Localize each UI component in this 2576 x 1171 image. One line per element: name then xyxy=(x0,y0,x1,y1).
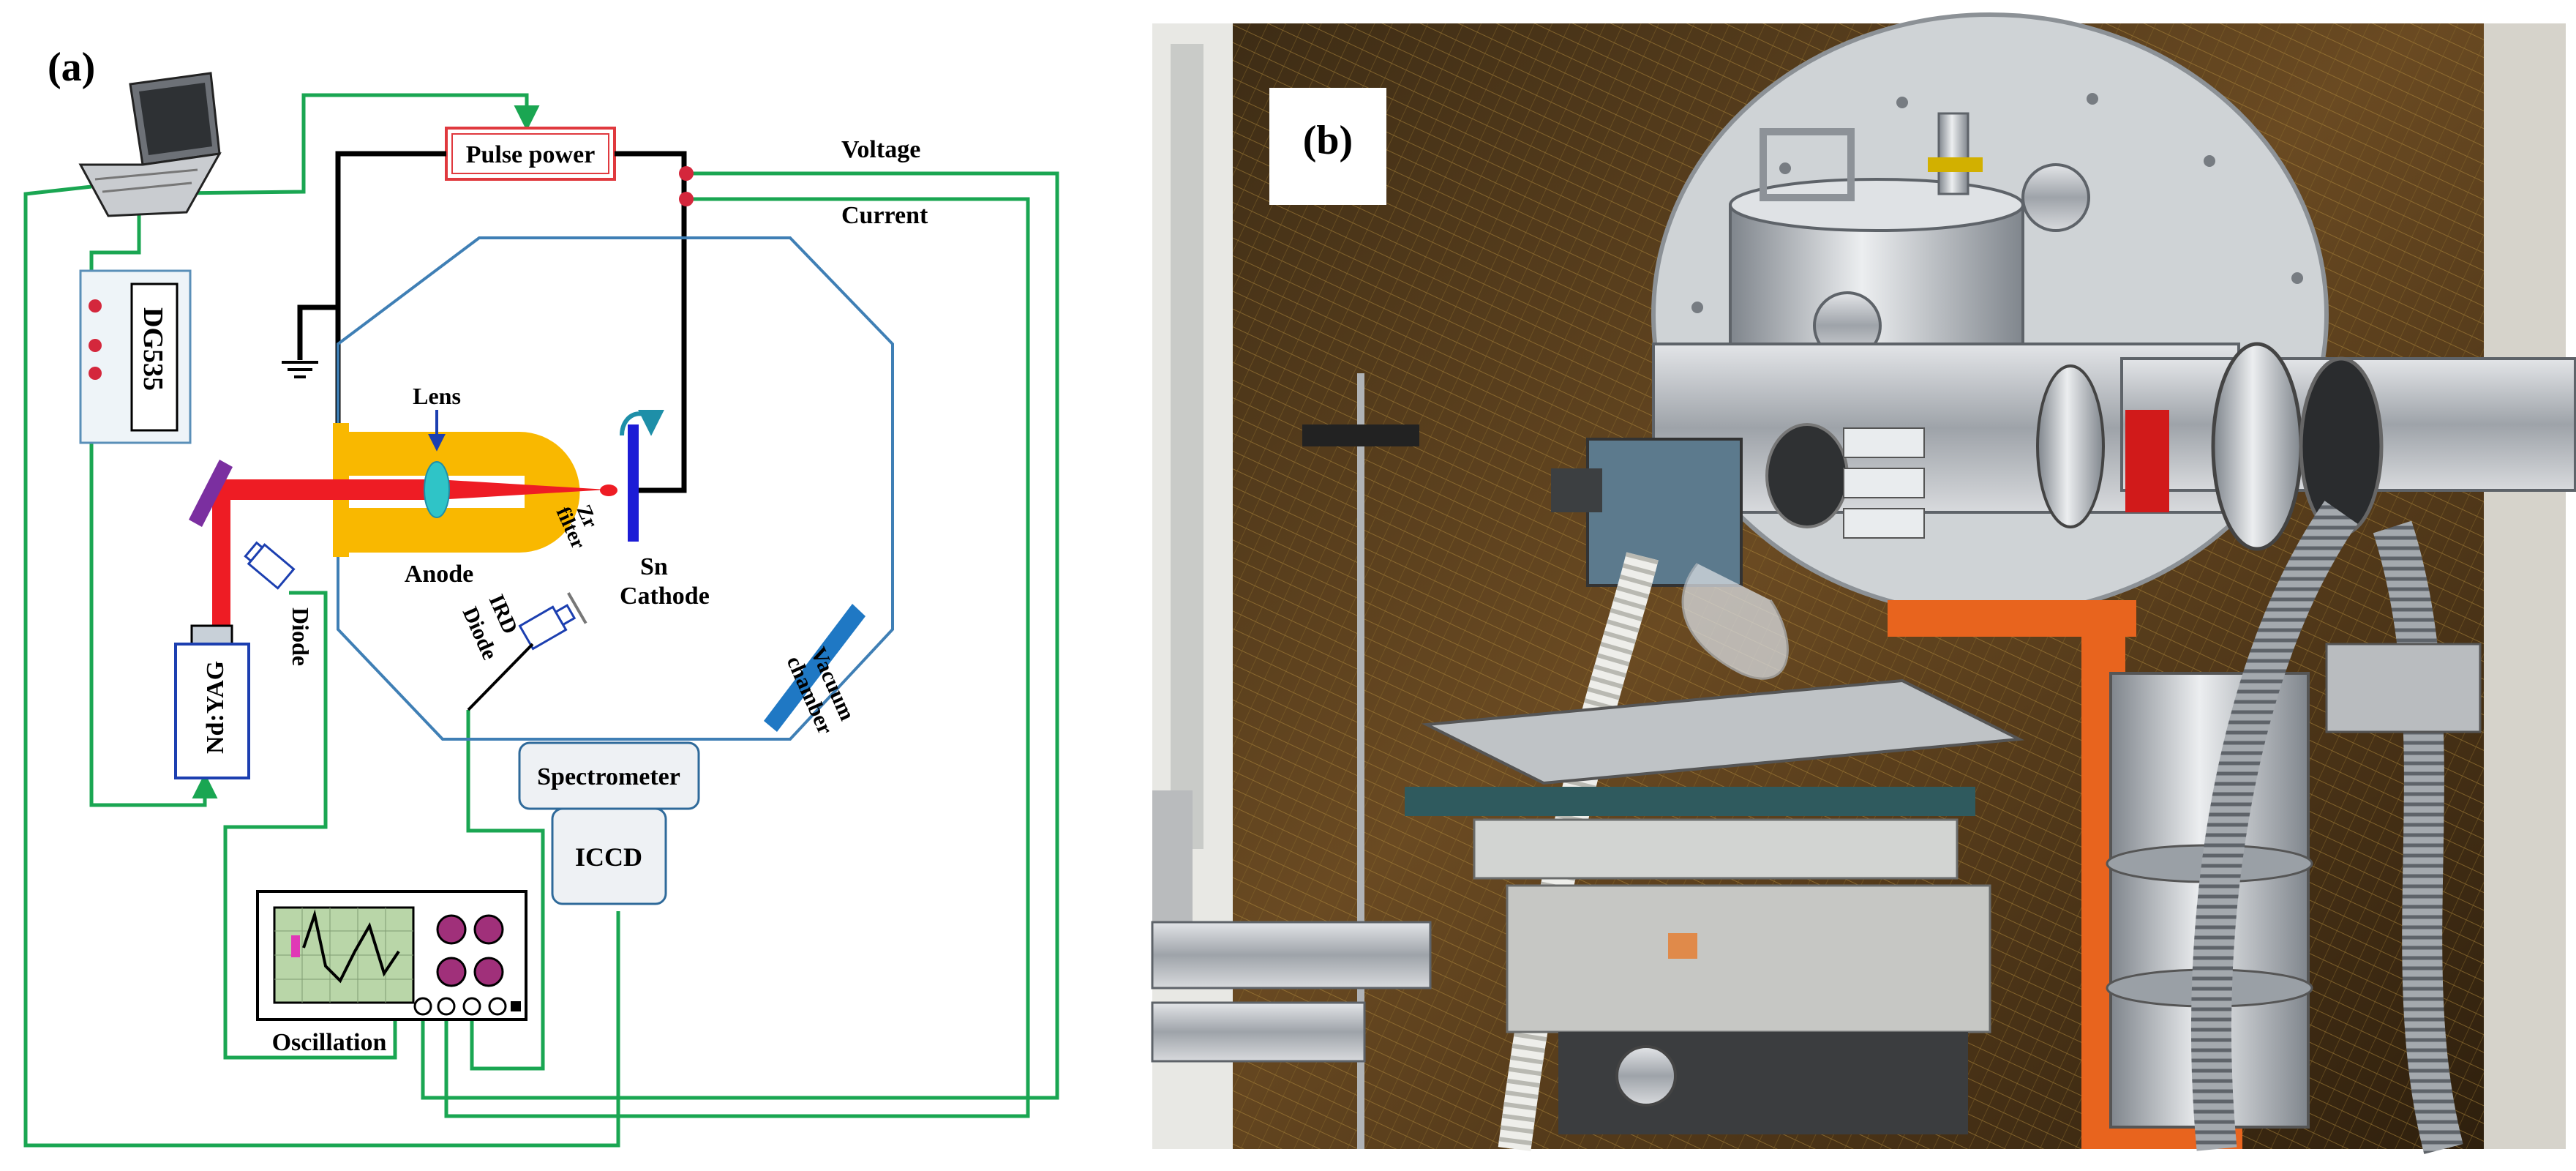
power-wires xyxy=(297,151,687,493)
vacuum-window xyxy=(764,604,865,732)
iccd-label: ICCD xyxy=(575,842,642,872)
ndyag-label: Nd:YAG xyxy=(202,661,229,754)
pulse-power-label: Pulse power xyxy=(466,141,596,168)
red-ring xyxy=(2125,410,2169,512)
dg535-label: DG535 xyxy=(138,307,168,391)
optical-table xyxy=(1405,787,1975,816)
laptop-icon xyxy=(78,72,222,217)
panel-b-photo: (b) xyxy=(1151,12,2576,1154)
laser-spot xyxy=(600,485,617,496)
diode-label: Diode xyxy=(288,607,314,666)
wire-laptop-to-dg535 xyxy=(89,212,141,271)
anode-label: Anode xyxy=(405,561,473,588)
pulse-power-box: Pulse power xyxy=(445,127,616,181)
wire-laptop-to-pulse xyxy=(120,93,540,196)
wire-outer-loop xyxy=(23,184,620,1148)
wire-diode xyxy=(223,591,397,1060)
spectrometer-label: Spectrometer xyxy=(537,763,680,790)
current-tap xyxy=(679,192,694,206)
steel-pipe xyxy=(1151,921,1432,989)
cathode-label: Cathode xyxy=(620,583,710,610)
voltage-label: Voltage xyxy=(841,136,920,163)
wire-voltage xyxy=(421,171,1059,1100)
signal-wires xyxy=(23,93,1059,1148)
panel-a-tag: (a) xyxy=(48,45,95,90)
dg535-unit: DG535 xyxy=(79,269,192,444)
voltage-tap xyxy=(679,166,694,181)
ird-diode xyxy=(518,592,587,651)
ground-icon xyxy=(282,361,318,378)
mirror xyxy=(189,460,233,527)
sn-label: Sn xyxy=(640,553,668,580)
panel-b-tag: (b) xyxy=(1303,118,1353,163)
iccd-box xyxy=(551,807,667,905)
oscilloscope-icon xyxy=(256,890,527,1021)
sn-cathode xyxy=(628,424,639,542)
wire-current xyxy=(444,197,1030,1118)
lens-label: Lens xyxy=(413,383,461,409)
diode xyxy=(244,541,296,590)
ndyag-laser: Nd:YAG xyxy=(174,624,250,779)
current-label: Current xyxy=(841,202,928,229)
wire-ird-diode xyxy=(466,710,545,1071)
support-rod xyxy=(1357,373,1364,1149)
panel-a-schematic: (a) DG535 xyxy=(23,45,1059,1148)
laser-beam xyxy=(212,479,607,637)
ird-cable xyxy=(467,643,534,711)
wire-dg535-to-ndyag xyxy=(89,300,218,807)
panel-b-tag-box xyxy=(1269,88,1386,205)
lens-icon xyxy=(424,461,450,518)
oscillation-label: Oscillation xyxy=(272,1029,387,1056)
rotation-arrow-icon xyxy=(620,409,664,436)
